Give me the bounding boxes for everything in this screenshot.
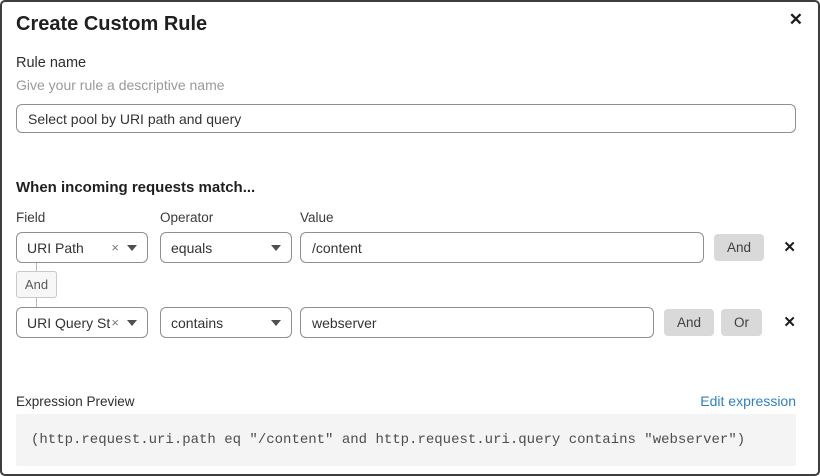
edit-expression-link[interactable]: Edit expression <box>700 393 796 409</box>
field-select-value: URI Query St... <box>27 314 111 331</box>
expression-preview-label: Expression Preview <box>16 394 135 409</box>
rule-name-helper: Give your rule a descriptive name <box>16 77 225 93</box>
condition-row-1: URI Path × equals And ✕ <box>16 232 796 263</box>
operator-select[interactable]: contains <box>160 307 292 338</box>
field-select[interactable]: URI Query St... × <box>16 307 148 338</box>
row-connector: And <box>16 263 57 307</box>
field-column-label: Field <box>16 210 46 225</box>
delete-row-icon[interactable]: ✕ <box>783 239 796 256</box>
and-button[interactable]: And <box>714 234 765 261</box>
field-select[interactable]: URI Path × <box>16 232 148 263</box>
expression-header: Expression Preview Edit expression <box>16 393 796 410</box>
operator-select-value: equals <box>171 239 213 256</box>
close-icon[interactable]: ✕ <box>788 10 803 29</box>
dialog-title: Create Custom Rule <box>16 13 208 35</box>
match-heading: When incoming requests match... <box>16 179 256 196</box>
value-column-label: Value <box>300 210 334 225</box>
value-input[interactable] <box>300 307 654 338</box>
expression-preview-code: (http.request.uri.path eq "/content" and… <box>31 432 746 448</box>
operator-column-label: Operator <box>160 210 214 225</box>
value-input[interactable] <box>300 232 704 263</box>
and-button[interactable]: And <box>664 309 715 336</box>
delete-row-icon[interactable]: ✕ <box>783 314 796 331</box>
chevron-down-icon <box>271 319 281 326</box>
chevron-down-icon <box>127 319 137 326</box>
operator-select-value: contains <box>171 314 224 331</box>
rule-name-label: Rule name <box>16 55 87 71</box>
field-select-value: URI Path <box>27 239 84 256</box>
rule-name-input[interactable] <box>16 104 796 133</box>
condition-row-2: URI Query St... × contains And Or ✕ <box>16 307 796 338</box>
clear-icon[interactable]: × <box>111 240 119 255</box>
chevron-down-icon <box>271 244 281 251</box>
connector-line <box>36 298 37 307</box>
chevron-down-icon <box>127 244 137 251</box>
clear-icon[interactable]: × <box>111 315 119 330</box>
connector-line <box>36 263 37 271</box>
expression-preview-box: (http.request.uri.path eq "/content" and… <box>16 414 796 466</box>
connector-and-button[interactable]: And <box>16 271 57 298</box>
operator-select[interactable]: equals <box>160 232 292 263</box>
column-labels: Field Operator Value <box>16 210 796 226</box>
or-button[interactable]: Or <box>721 309 763 336</box>
